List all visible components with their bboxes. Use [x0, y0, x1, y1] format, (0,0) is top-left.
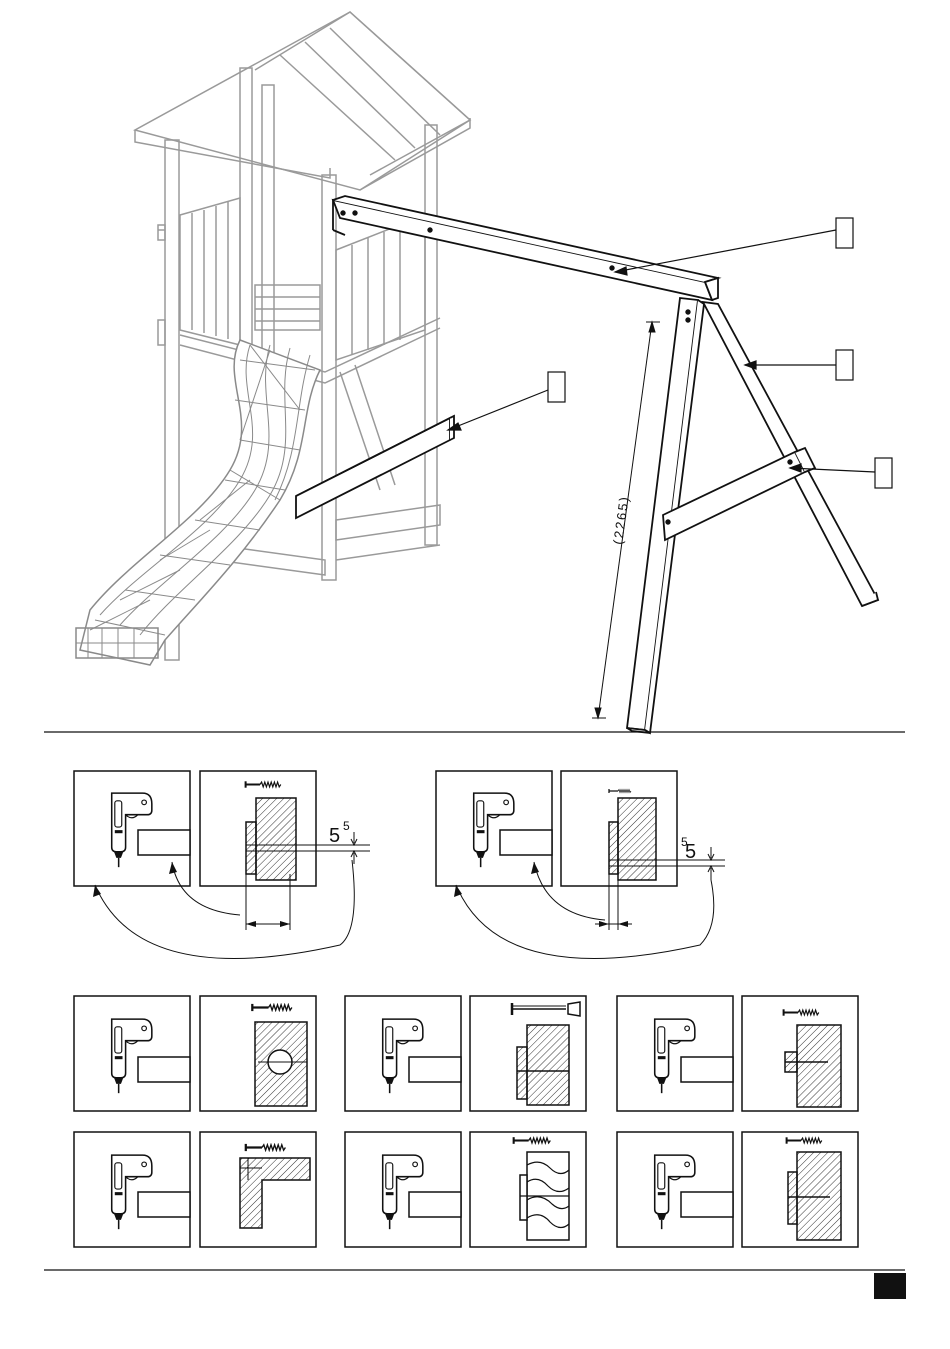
callout-box-brace	[875, 458, 892, 488]
callout-box-leg	[836, 350, 853, 380]
drill-diagram-g	[345, 1132, 586, 1247]
drill-diagram-h	[617, 1132, 858, 1247]
dimension-label: (2265)	[610, 494, 632, 545]
callout-box-board	[548, 372, 565, 402]
drill-diagram-a: 5 5	[74, 771, 370, 959]
depth-label-a: 5	[329, 825, 340, 847]
drill-diagram-b: 5 5	[436, 771, 725, 959]
svg-text:5: 5	[681, 835, 688, 849]
svg-text:5: 5	[343, 819, 350, 833]
swing-frame-drawing	[333, 196, 878, 733]
drill-diagram-c	[74, 996, 316, 1111]
drill-diagram-f	[74, 1132, 316, 1247]
loose-board-drawing	[296, 416, 454, 518]
callout-box-beam	[836, 218, 853, 248]
page-tab	[874, 1273, 906, 1299]
drill-diagram-d	[345, 996, 586, 1111]
slide-drawing	[76, 340, 320, 665]
drill-diagram-e	[617, 996, 858, 1111]
